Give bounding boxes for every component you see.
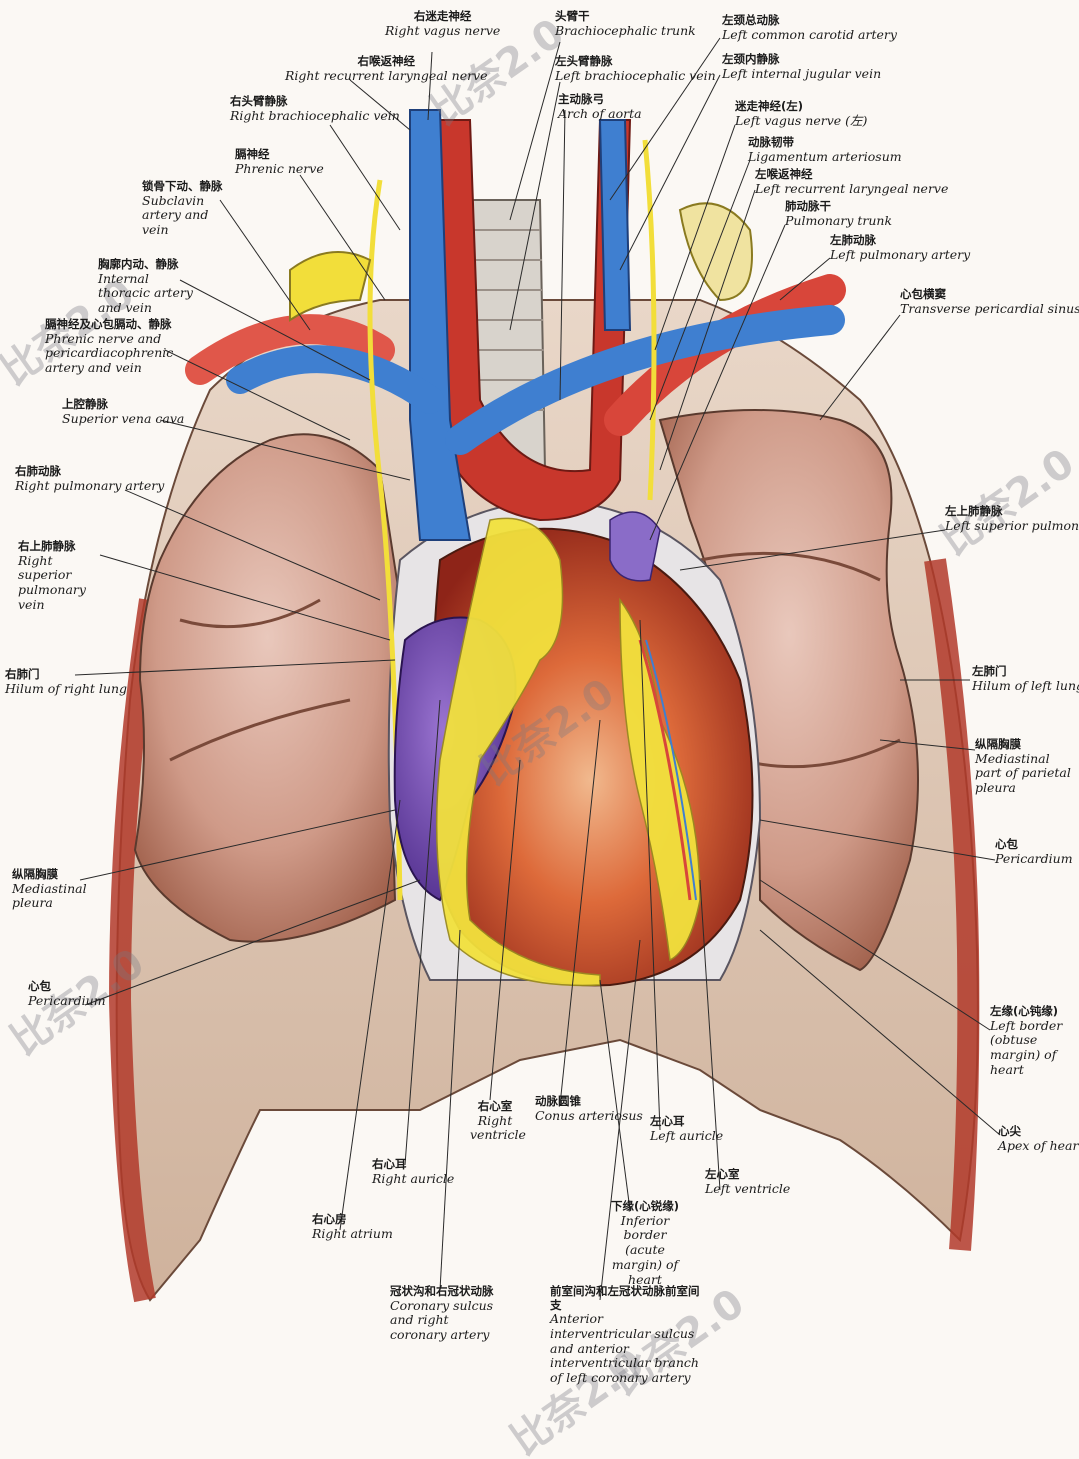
superior-vena-cava <box>409 109 472 541</box>
label-inferior-border-heart: 下缘(心锐缘)Inferior border (acute margin) of… <box>610 1199 679 1287</box>
clavicle-fat <box>289 251 372 322</box>
left-clavicle-pad <box>678 202 753 302</box>
vagus-nerve-left <box>642 139 657 501</box>
right-subclavian-artery <box>185 314 395 385</box>
label-left-vagus-nerve: 迷走神经(左)Left vagus nerve (左) <box>735 99 868 128</box>
left-rib-column <box>108 598 161 1303</box>
anterior-interventricular-artery <box>638 639 692 901</box>
right-rib-column <box>924 558 980 1251</box>
label-left-border-heart: 左缘(心钝缘)Left border (obtuse margin) of he… <box>990 1004 1063 1077</box>
left-brachiocephalic-vein <box>445 305 845 455</box>
right-lung <box>133 433 402 943</box>
coronary-fat <box>435 517 601 987</box>
pulmonary-trunk-purple <box>609 511 661 582</box>
left-internal-jugular-vein <box>598 119 632 331</box>
